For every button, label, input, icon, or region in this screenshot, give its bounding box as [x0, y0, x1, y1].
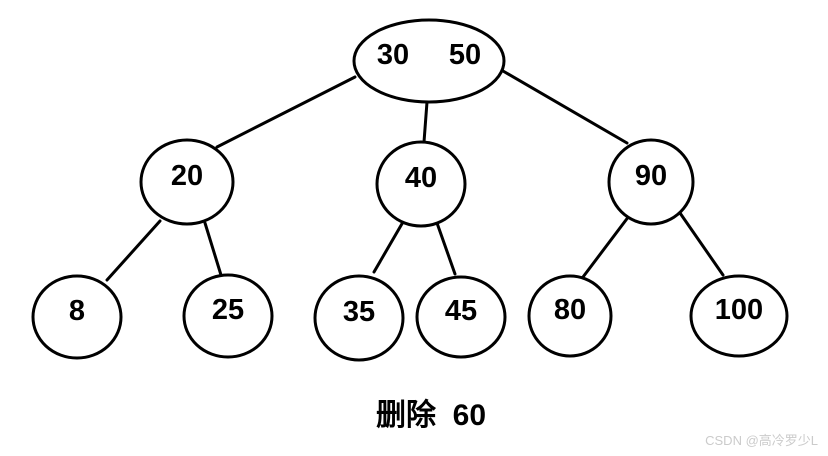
node-key-label: 50 [449, 39, 481, 71]
node-key-label: 20 [171, 160, 203, 192]
tree-node-90: 90 [607, 138, 695, 226]
node-key-label: 45 [445, 295, 477, 327]
node-circle-shape [689, 274, 789, 358]
node-key-label: 40 [405, 162, 437, 194]
node-circle-shape [607, 138, 695, 226]
tree-node-100: 100 [689, 274, 789, 358]
tree-edge-90-100 [678, 211, 725, 277]
node-circle-shape [182, 273, 274, 359]
caption: 删除 60 [376, 399, 487, 432]
node-key-label: 8 [69, 295, 85, 327]
node-key-label: 35 [343, 296, 375, 328]
node-key-label: 90 [635, 160, 667, 192]
node-key-label: 100 [715, 294, 763, 326]
tree-edge-40-45 [435, 221, 457, 276]
node-ellipse-shape [352, 18, 506, 104]
node-key-label: 80 [554, 294, 586, 326]
node-circle-shape [375, 140, 467, 228]
tree-node-45: 45 [415, 275, 507, 359]
tree-node-25: 25 [182, 273, 274, 359]
node-circle-shape [313, 274, 405, 362]
tree-edge-20-25 [203, 221, 223, 277]
tree-node-80: 80 [527, 274, 613, 358]
tree-node-35: 35 [313, 274, 405, 362]
node-circle-shape [139, 138, 235, 226]
tree-edge-root-20 [215, 75, 357, 149]
node-circle-shape [415, 275, 507, 359]
tree-node-8: 8 [31, 274, 123, 360]
watermark: CSDN @高冷罗少L [705, 433, 818, 448]
node-circle-shape [527, 274, 613, 358]
tree-edge-20-8 [105, 219, 162, 282]
tree-edge-root-40 [422, 100, 429, 144]
tree-node-root: 30 50 [352, 18, 506, 104]
tree-edge-root-90 [501, 69, 629, 145]
node-key-label: 30 [377, 39, 409, 71]
node-key-label: 25 [212, 294, 244, 326]
tree-edge-40-35 [372, 220, 405, 274]
node-circle-shape [31, 274, 123, 360]
tree-node-40: 40 [375, 140, 467, 228]
tree-edge-90-80 [581, 214, 631, 279]
tree-node-20: 20 [139, 138, 235, 226]
